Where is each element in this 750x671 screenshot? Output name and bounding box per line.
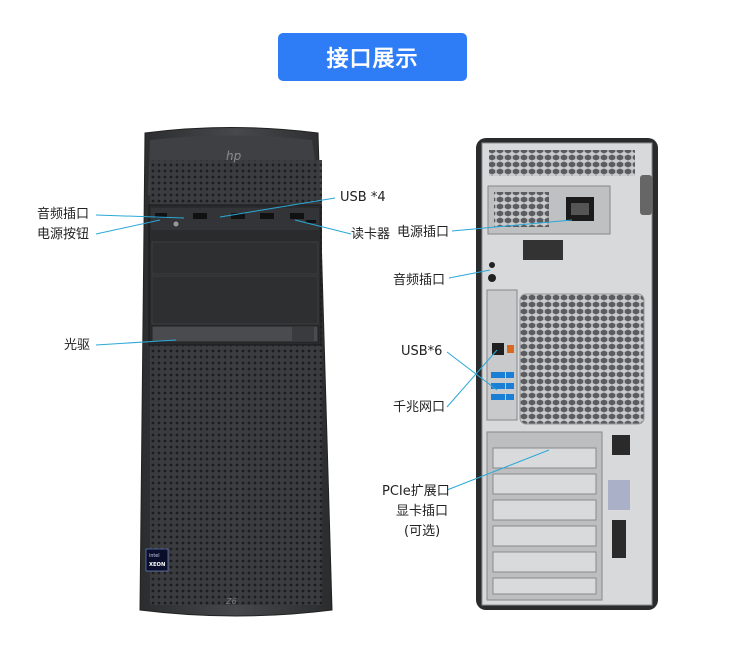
label-rear-audio-port: 音频插口 [393, 273, 446, 288]
front-usb-port [231, 213, 245, 219]
label-gigabit-lan: 千兆网口 [393, 400, 446, 415]
z-logo: Z6 [225, 597, 237, 606]
badge-brand: intel [149, 553, 160, 559]
callout-lines [95, 197, 573, 491]
rear-audio-jack [488, 274, 496, 282]
card-reader-slot [306, 220, 316, 223]
label-usb6: USB*6 [401, 344, 443, 359]
front-usb-port [193, 213, 207, 219]
rear-usb-ports [491, 372, 514, 400]
label-usb4: USB *4 [340, 190, 386, 205]
hp-logo: hp [226, 149, 242, 163]
label-front-audio-port: 音频插口 [37, 207, 90, 222]
front-audio-jack [155, 213, 167, 218]
optical-drive-tray [151, 325, 319, 343]
section-title: 接口展示 [278, 33, 467, 81]
intel-xeon-badge [145, 548, 169, 572]
label-card-reader: 读卡器 [351, 227, 391, 242]
front-usb-port [290, 213, 304, 219]
label-power-socket: 电源插口 [397, 225, 450, 240]
badge-product: XEON [149, 562, 165, 568]
label-optical-drive: 光驱 [64, 338, 91, 353]
front-tower: hp intel XEON Z6 [139, 127, 333, 617]
label-pcie-expansion: PCIe扩展口 [382, 484, 450, 499]
label-power-button: 电源按钮 [37, 227, 90, 242]
label-optional: (可选) [404, 524, 441, 539]
power-button-icon [173, 221, 179, 227]
rear-tower [476, 138, 658, 610]
label-gpu-slot: 显卡插口 [396, 504, 449, 519]
front-usb-port [260, 213, 274, 219]
